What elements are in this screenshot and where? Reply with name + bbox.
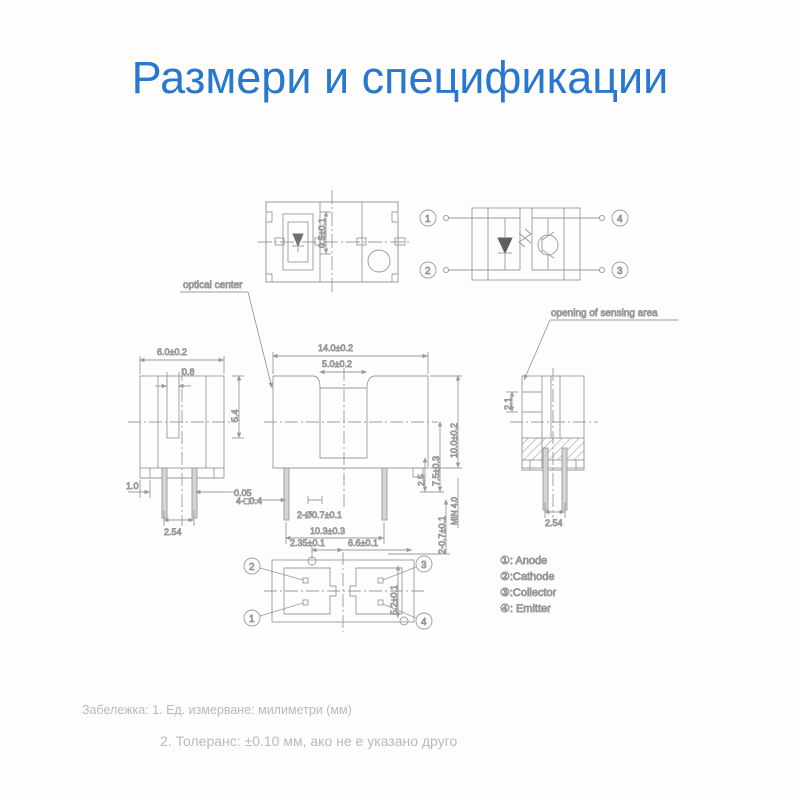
dim-label: 0.05 [234,488,252,498]
callout-label: opening of sensing area [551,308,658,319]
bottom-pin-marker-2: 2 [243,557,304,581]
top-view: 0.5±0.1 [258,190,410,294]
dim-rib-height: 5.4 [230,375,244,439]
dim-slot-width: 5.0±0.2 [319,359,367,375]
dim-label: 6.0±0.2 [157,347,187,357]
dim-label: 0.8 [182,367,195,377]
note-units: Забележка: 1. Ед. измерване: милиметри (… [82,703,352,717]
dim-label: 4-□0.4 [236,496,262,506]
note-tolerance: 2. Толеранс: ±0.10 мм, ако не е указано … [160,733,458,749]
circuit-pin-1: 1 [425,214,431,225]
dim-lead-span: 10.3±0.3 [285,522,385,544]
dim-slot-depth: 7.5±0.3 [420,421,444,493]
dim-side-width: 6.0±0.2 [139,347,225,374]
circuit-pin-4: 4 [617,214,623,225]
dim-label: 0.5±0.1 [317,218,327,248]
right-side-view: opening of sensing area 2.1 2.54 [503,308,678,528]
pin-number: 4 [421,617,427,628]
left-side-view: 6.0±0.2 0.8 5.4 [126,347,252,538]
legend-entry-cathode: ②:Cathode [500,571,555,583]
dim-tolerance-mark: 0.05 [195,488,252,498]
dim-rib-width: 0.8 [155,367,195,390]
dim-pad-height: 5.2±0.1 [389,565,401,618]
technical-drawing: 0.5±0.1 [0,160,800,660]
bottom-pin-marker-4: 4 [382,603,433,630]
dim-label: 6.6±0.1 [348,538,378,548]
dim-label: 7.5±0.3 [431,456,441,486]
callout-label: optical center [183,280,243,291]
dim-label: 2.1 [503,397,513,410]
circuit-schematic: 1 2 4 3 [419,207,629,281]
dim-label: 5.4 [230,409,240,422]
bottom-pin-marker-1: 1 [243,602,304,627]
dim-aperture-height: 2.1 [503,391,518,413]
dim-label: 14.0±0.2 [318,343,353,353]
circuit-pin-3: 3 [617,266,623,277]
dim-base-height: 2.5 [416,457,428,492]
page-title: Размери и спецификации [131,52,669,103]
dim-hole-diameter: 2-Ø0.7±0.1 [297,496,342,520]
dim-lead-square: 4-□0.4 [236,496,286,506]
front-view: optical center 14.0±0.2 5.0±0.2 [180,280,462,555]
pin-number: 3 [421,560,427,571]
dim-label: MIN 4.0 [450,496,459,525]
dim-label: 5.2±0.1 [389,585,399,615]
circuit-pin-2: 2 [425,266,431,277]
dim-label: 2.35±0.1 [290,538,325,548]
dim-label: 10.0±0.2 [449,423,459,458]
bottom-pin-marker-3: 3 [382,555,433,581]
dim-lead-pitch-right: 2.54 [544,502,566,528]
dim-lead-min-length: MIN 4.0 [450,478,459,528]
pin-function-legend: ①: Anode ②:Cathode ③:Collector ④: Emitte… [500,555,558,616]
dim-label: 2-0.7±0.1 [437,516,447,554]
drawing-svg: 0.5±0.1 [126,190,678,632]
dim-pad-span: 6.6±0.1 [343,538,412,553]
dim-foot-width: 1.0 [126,480,151,498]
dim-label: 10.3±0.3 [310,526,345,536]
notes-section: Забележка: 1. Ед. измерване: милиметри (… [0,700,800,752]
bottom-view: 2.35±0.1 6.6±0.1 5.2±0.1 2 [243,538,433,632]
callout-optical-center: optical center [180,280,273,389]
dim-label: 5.0±0.2 [322,359,352,369]
pin-number: 2 [249,562,255,573]
dim-lead-thickness: 2-0.7±0.1 [388,499,450,555]
legend-entry-collector: ③:Collector [500,587,557,599]
callout-opening-sensing-area: opening of sensing area [523,308,678,381]
dim-label: 1.0 [126,481,139,491]
dim-label: 2.54 [545,518,563,528]
dim-lead-pitch-left: 2.54 [163,510,195,537]
dim-overall-height: 10.0±0.2 [430,375,462,469]
dim-label: 2-Ø0.7±0.1 [297,510,342,520]
dim-top-thickness: 0.5±0.1 [317,211,331,255]
dim-pad-offset: 2.35±0.1 [290,538,343,559]
legend-entry-anode: ①: Anode [500,555,547,567]
pin-number: 1 [249,614,255,625]
dim-label: 2.5 [416,474,426,486]
dim-label: 2.54 [164,527,182,537]
dim-overall-width: 14.0±0.2 [272,343,429,374]
legend-entry-emitter: ④: Emitter [500,603,551,615]
